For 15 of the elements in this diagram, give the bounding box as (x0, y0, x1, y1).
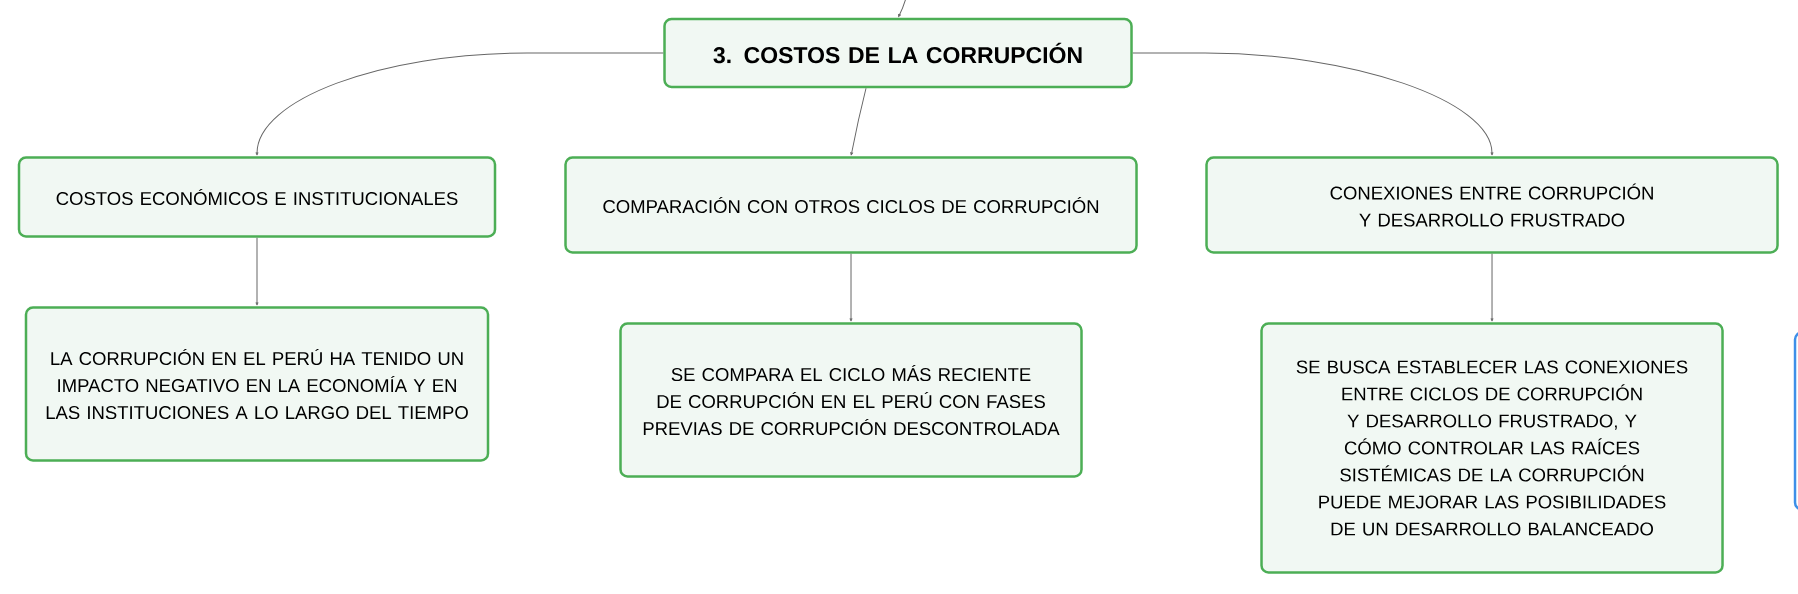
arrow (850, 87, 867, 156)
arrow (849, 253, 853, 322)
arrow (898, 0, 907, 18)
arrow (255, 52, 664, 156)
topic-box: CONEXIONES ENTRE CORRUPCIÓN Y DESARROLLO FRUSTRADO (1205, 156, 1779, 254)
text-box: SE COMPARA EL CICLO MÁS RECIENTE DE CORRUPCIÓN EN EL PERÚ CON FASES PREVIAS DE CORRUPCIÓN DESCONTROLADA (619, 322, 1083, 478)
title-box: 3. COSTOS DE LA CORRUPCIÓN (663, 17, 1133, 89)
arrow (1132, 52, 1494, 156)
topic-box: COMPARACIÓN CON OTROS CICLOS DE CORRUPCIÓN (564, 156, 1138, 254)
text-box: LA CORRUPCIÓN EN EL PERÚ HA TENIDO UN IMPACTO NEGATIVO EN LA ECONOMÍA Y EN LAS INSTITUCIONES A LO LARGO DEL TIEMPO (24, 306, 490, 462)
empty-box (1793, 331, 1798, 511)
arrow (1490, 253, 1494, 322)
arrow (255, 237, 259, 306)
text-box: SE BUSCA ESTABLECER LAS CONEXIONES ENTRE CICLOS DE CORRUPCIÓN Y DESARROLLO FRUSTRADO, Y CÓMO CONTROLAR LAS RAÍCES SISTÉMICAS DE LA CORRUPCIÓN PUEDE MEJORAR LAS POSIBILIDADES DE UN DESARROLLO BALANCEADO (1260, 322, 1724, 574)
topic-box: COSTOS ECONÓMICOS E INSTITUCIONALES (17, 156, 497, 238)
